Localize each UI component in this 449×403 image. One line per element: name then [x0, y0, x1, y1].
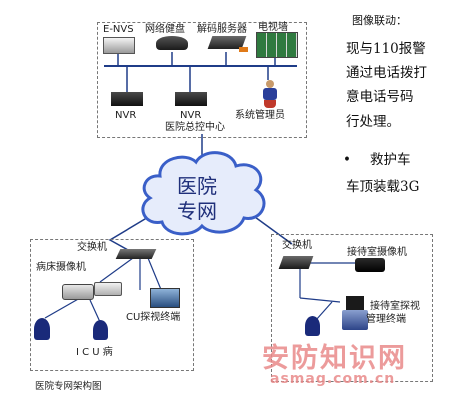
watermark-en: asmag.com.cn [270, 371, 396, 387]
terminal-label: CU探视终端 [126, 312, 181, 323]
nvr-left-label: NVR [115, 110, 137, 121]
reception-terminal-label-2: 管理终端 [366, 314, 406, 325]
right-site-box [271, 234, 433, 382]
orange-module-icon [239, 47, 248, 52]
reception-camera-label: 接待室摄像机 [347, 247, 407, 258]
icu-phone-left-icon [34, 318, 50, 340]
control-center-box [97, 22, 307, 138]
decoder-label: 解码服务器 [197, 24, 247, 35]
nvr-right-label: NVR [180, 110, 202, 121]
reception-terminal-label-1: 接待室探视 [370, 301, 420, 312]
left-site-box [30, 239, 194, 371]
admin-person-icon [260, 80, 280, 108]
reception-terminal-icon [342, 296, 368, 330]
side-text-line4: 意电话号码 [346, 89, 414, 105]
network-cloud [141, 151, 266, 236]
bed-camera-label: 病床摄像机 [36, 262, 86, 273]
diagram-caption: 医院专网架构图 [35, 381, 102, 392]
nvr-right-device-icon [175, 92, 207, 106]
reception-phone-icon [305, 316, 320, 336]
disk-label: 网络健盘 [145, 24, 185, 35]
right-switch-icon [278, 256, 314, 269]
side-text-line7: 车顶装载3G [346, 179, 420, 195]
left-switch-icon [115, 249, 157, 259]
side-text-line1: 图像联动： [352, 14, 407, 27]
side-text-bullet: • [343, 152, 351, 168]
terminal-icon [150, 288, 180, 308]
reception-camera-icon [355, 258, 385, 272]
left-switch-label: 交换机 [77, 242, 107, 253]
icu-phone-right-icon [93, 320, 108, 340]
bed-camera-2-icon [94, 282, 122, 296]
envs-label: E-NVS [103, 24, 134, 35]
bed-camera-icon [62, 284, 94, 300]
right-switch-label: 交换机 [282, 240, 312, 251]
tvwall-device-icon [256, 32, 298, 58]
disk-device-icon [156, 36, 188, 50]
cloud-to-left-switch-line [108, 209, 161, 251]
envs-device-icon [103, 37, 135, 54]
side-text-line5: 行处理。 [346, 114, 400, 130]
cloud-label-line2: 专网 [177, 199, 217, 223]
cloud-label-line1: 医院 [177, 174, 217, 198]
admin-label: 系统管理员 [235, 110, 285, 121]
icu-label: I C U 病 [76, 347, 113, 358]
side-text-line2: 现与110报警 [346, 41, 426, 57]
tvwall-label: 电视墙 [258, 22, 288, 33]
nvr-left-device-icon [111, 92, 143, 106]
side-text-line6: 救护车 [370, 152, 411, 168]
side-text-line3: 通过电话拨打 [346, 65, 427, 81]
watermark-cn: 安防知识网 [262, 343, 407, 374]
control-center-caption: 医院总控中心 [165, 122, 225, 133]
